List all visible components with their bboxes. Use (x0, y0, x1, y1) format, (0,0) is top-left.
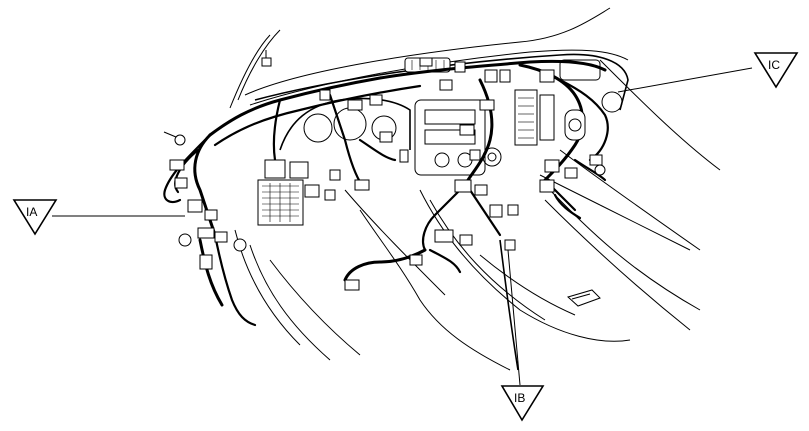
junction-block (257, 179, 304, 226)
leader-lines (52, 67, 753, 386)
callout-ic: IC (753, 52, 799, 89)
callout-ia-label: IA (26, 205, 37, 219)
callout-ib-triangle (500, 385, 545, 422)
callout-ia: IA (12, 199, 58, 236)
callout-ic-label: IC (768, 58, 780, 72)
connectors (163, 50, 606, 291)
callout-ic-triangle (753, 52, 799, 89)
callout-ib: IB (500, 385, 545, 422)
relay-block (514, 89, 538, 146)
callout-ia-triangle (12, 199, 58, 236)
callout-ib-label: IB (514, 391, 525, 405)
